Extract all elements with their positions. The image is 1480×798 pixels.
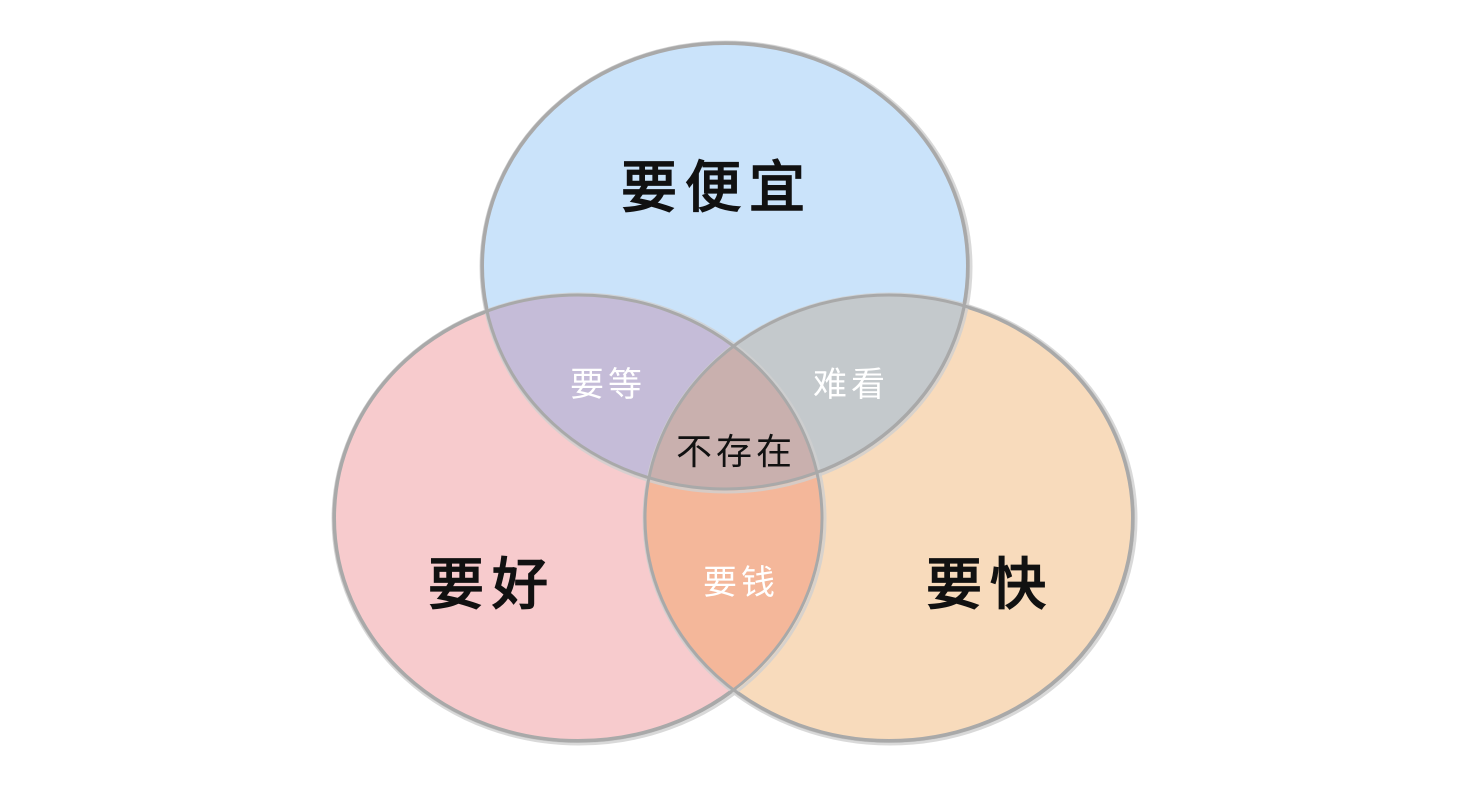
cheap-label: 要便宜 — [621, 156, 813, 221]
fast-label: 要快 — [926, 553, 1054, 618]
good-fast-label: 要钱 — [703, 563, 779, 603]
cheap-circle-stroke — [480, 41, 970, 491]
cheap-fast-overlap — [645, 295, 968, 489]
fast-circle-stroke — [643, 293, 1135, 743]
cheap-good-overlap — [482, 295, 822, 489]
all-overlap-label: 不存在 — [676, 432, 796, 473]
good-label: 要好 — [428, 553, 556, 618]
good-circle-stroke — [332, 293, 824, 743]
all-overlap — [645, 295, 822, 489]
cheap-fast-label: 难看 — [813, 365, 889, 405]
cheap-good-label: 要等 — [570, 365, 646, 405]
